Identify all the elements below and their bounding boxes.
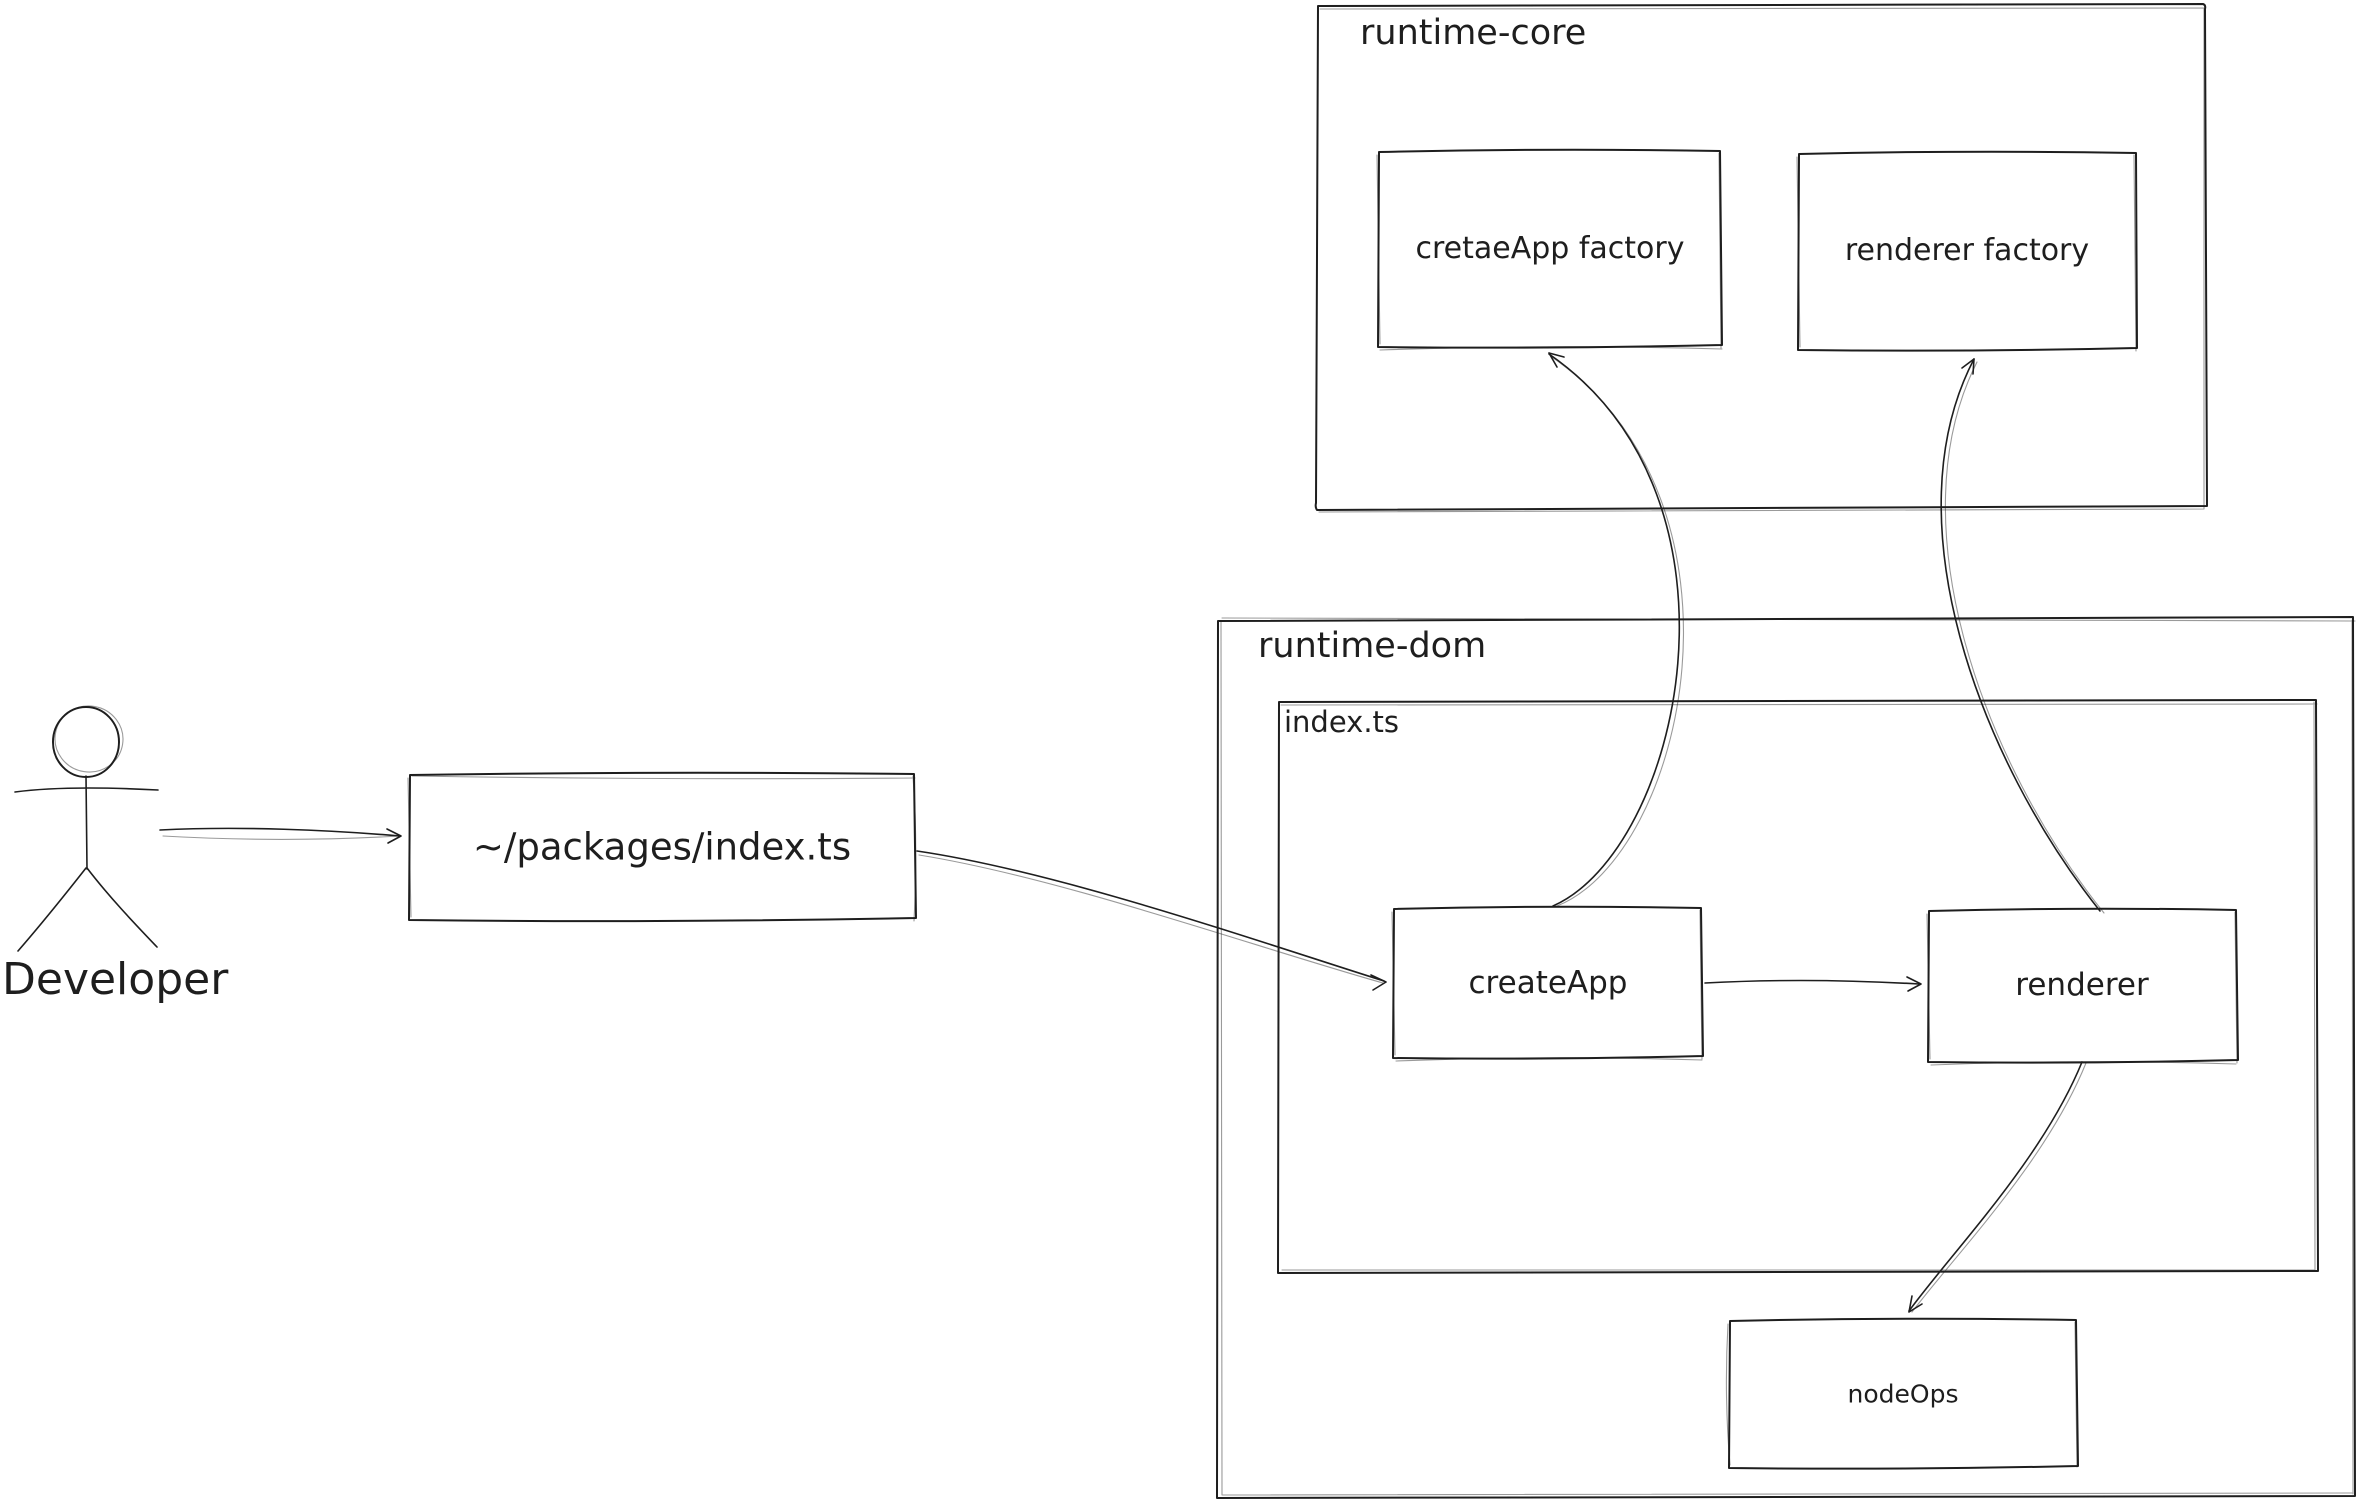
cretae-app-factory-box[interactable] <box>1376 148 1723 351</box>
stick-figure-body <box>85 775 88 870</box>
index-ts-container[interactable] <box>1277 699 2319 1274</box>
edge-packages-to-createapp[interactable] <box>916 850 1387 991</box>
arrowhead <box>1908 1295 1923 1313</box>
renderer-label[interactable]: renderer <box>2015 967 2149 1004</box>
stick-figure-legs <box>17 867 158 952</box>
runtime-dom-label[interactable]: runtime-dom <box>1258 626 1487 666</box>
runtime-dom-container[interactable] <box>1216 616 2356 1499</box>
edge-createapp-to-cretaeapp-factory[interactable] <box>1548 352 1684 907</box>
arrowhead <box>1548 352 1565 368</box>
edge-developer-to-packages[interactable] <box>159 827 402 844</box>
edge-createapp-to-renderer[interactable] <box>1704 976 1922 992</box>
renderer-factory-box[interactable] <box>1796 150 2138 352</box>
developer-label[interactable]: Developer <box>2 954 229 1005</box>
arrowhead <box>1370 974 1387 991</box>
packages-index-box[interactable] <box>407 771 917 923</box>
arrowhead <box>386 828 402 844</box>
developer-figure[interactable] <box>14 701 159 952</box>
renderer-factory-label[interactable]: renderer factory <box>1844 232 2090 268</box>
index-ts-label[interactable]: index.ts <box>1284 705 1400 739</box>
runtime-core-label[interactable]: runtime-core <box>1360 13 1587 53</box>
create-app-label[interactable]: createApp <box>1468 965 1628 1002</box>
arrowhead <box>1906 976 1922 992</box>
edge-renderer-to-nodeops[interactable] <box>1908 1061 2087 1313</box>
stick-figure-arms <box>14 787 159 793</box>
arrowhead <box>1961 358 1975 375</box>
runtime-core-container[interactable] <box>1314 3 2208 513</box>
cretae-app-factory-label[interactable]: cretaeApp factory <box>1415 230 1685 266</box>
node-ops-box[interactable] <box>1725 1317 2079 1470</box>
packages-index-label[interactable]: ~/packages/index.ts <box>472 825 852 869</box>
create-app-box[interactable] <box>1391 905 1704 1062</box>
edge-renderer-to-renderer-factory[interactable] <box>1940 358 2105 914</box>
node-ops-label[interactable]: nodeOps <box>1847 1379 1959 1409</box>
